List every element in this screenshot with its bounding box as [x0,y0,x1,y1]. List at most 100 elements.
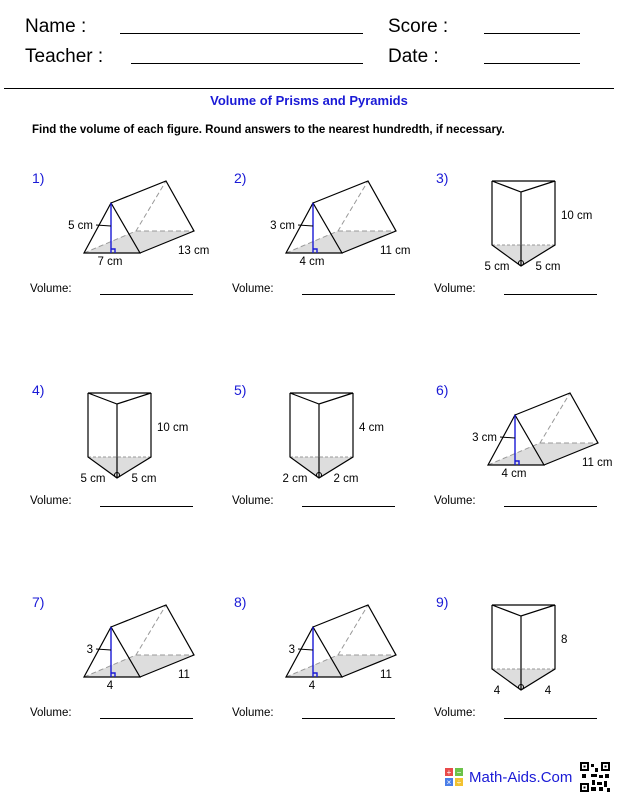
left-side-label: 2 cm [283,473,308,485]
problem-number: 4) [32,382,45,398]
height-line [110,203,116,253]
base-label: 4 [107,680,114,692]
hidden-edges [285,604,396,678]
volume-answer-field[interactable] [100,718,193,719]
visible-edges [486,392,599,466]
volume-answer-field[interactable] [302,506,395,507]
height-pointer [297,224,314,227]
problem-number: 1) [32,170,45,186]
left-side-label: 5 cm [485,261,510,273]
hidden-edges [285,180,396,254]
volume-label: Volume: [434,283,476,295]
lying-triangular-prism-figure: 3 cm 4 cm 11 cm [270,180,410,268]
problem-4: 4) Volume: 10 cm 5 cm 5 cm [30,382,230,592]
problem-7: 7) Volume: 3 4 11 [30,594,230,800]
volume-label: Volume: [434,495,476,507]
svg-text:÷: ÷ [457,778,462,786]
svg-text:−: − [457,768,462,777]
hidden-edges [83,604,194,678]
base-label: 4 [309,680,316,692]
brand-name[interactable]: Math-Aids.Com [469,768,573,786]
length-label: 13 cm [178,245,209,257]
volume-label: Volume: [232,707,274,719]
footer-brand: +− × ÷ Math-Aids.Com [445,768,572,786]
height-label: 3 cm [472,432,497,444]
hidden-edges [83,180,194,254]
lying-triangular-prism-figure: 5 cm 7 cm 13 cm [68,180,209,268]
problem-number: 9) [436,594,449,610]
math-operations-icon: +− × ÷ [445,768,463,786]
teacher-field[interactable] [131,63,363,64]
right-side-label: 5 cm [536,261,561,273]
height-label: 10 cm [561,210,592,222]
teacher-label: Teacher : [25,46,104,67]
length-label: 11 [178,669,190,681]
right-side-label: 2 cm [334,473,359,485]
base-shading [492,245,555,266]
right-side-label: 5 cm [132,473,157,485]
height-pointer [499,436,516,439]
volume-answer-field[interactable] [504,718,597,719]
problem-number: 8) [234,594,247,610]
volume-answer-field[interactable] [100,294,193,295]
problem-3: 3) Volume: 10 cm 5 cm 5 cm [434,170,618,380]
upright-triangular-prism-figure: 10 cm 5 cm 5 cm [81,392,188,485]
height-label: 3 cm [270,220,295,232]
visible-edges [82,180,195,254]
volume-answer-field[interactable] [302,294,395,295]
base-shading [492,669,555,690]
base-label: 7 cm [98,256,123,268]
height-pointer [297,648,314,651]
name-label: Name : [25,16,87,37]
base-label: 4 cm [300,256,325,268]
left-side-label: 4 [494,685,501,697]
right-angle-mark [114,472,120,478]
score-label: Score : [388,16,449,37]
height-label: 5 cm [68,220,93,232]
height-line [312,203,318,253]
height-line [110,627,116,677]
problem-number: 7) [32,594,45,610]
volume-label: Volume: [232,283,274,295]
problem-number: 6) [436,382,449,398]
date-label: Date : [388,46,439,67]
hidden-edges [487,392,598,466]
volume-label: Volume: [30,707,72,719]
header-divider [4,88,614,89]
instructions: Find the volume of each figure. Round an… [32,124,505,136]
volume-answer-field[interactable] [302,718,395,719]
height-pointer [95,648,112,651]
problem-number: 3) [436,170,449,186]
volume-answer-field[interactable] [504,506,597,507]
date-field[interactable] [484,63,580,64]
right-side-label: 4 [545,685,552,697]
height-label: 10 cm [157,422,188,434]
volume-label: Volume: [30,495,72,507]
volume-answer-field[interactable] [100,506,193,507]
score-field[interactable] [484,33,580,34]
height-label: 3 [87,644,93,656]
length-label: 11 cm [380,245,410,257]
svg-text:×: × [447,778,452,786]
problem-number: 5) [234,382,247,398]
name-field[interactable] [120,33,363,34]
volume-label: Volume: [232,495,274,507]
height-line [514,415,520,465]
left-side-label: 5 cm [81,473,106,485]
visible-edges [284,180,397,254]
worksheet-title: Volume of Prisms and Pyramids [210,93,408,108]
svg-text:+: + [447,768,452,777]
upright-triangular-prism-figure: 10 cm 5 cm 5 cm [485,180,592,273]
qr-code-icon [580,762,610,792]
volume-answer-field[interactable] [504,294,597,295]
